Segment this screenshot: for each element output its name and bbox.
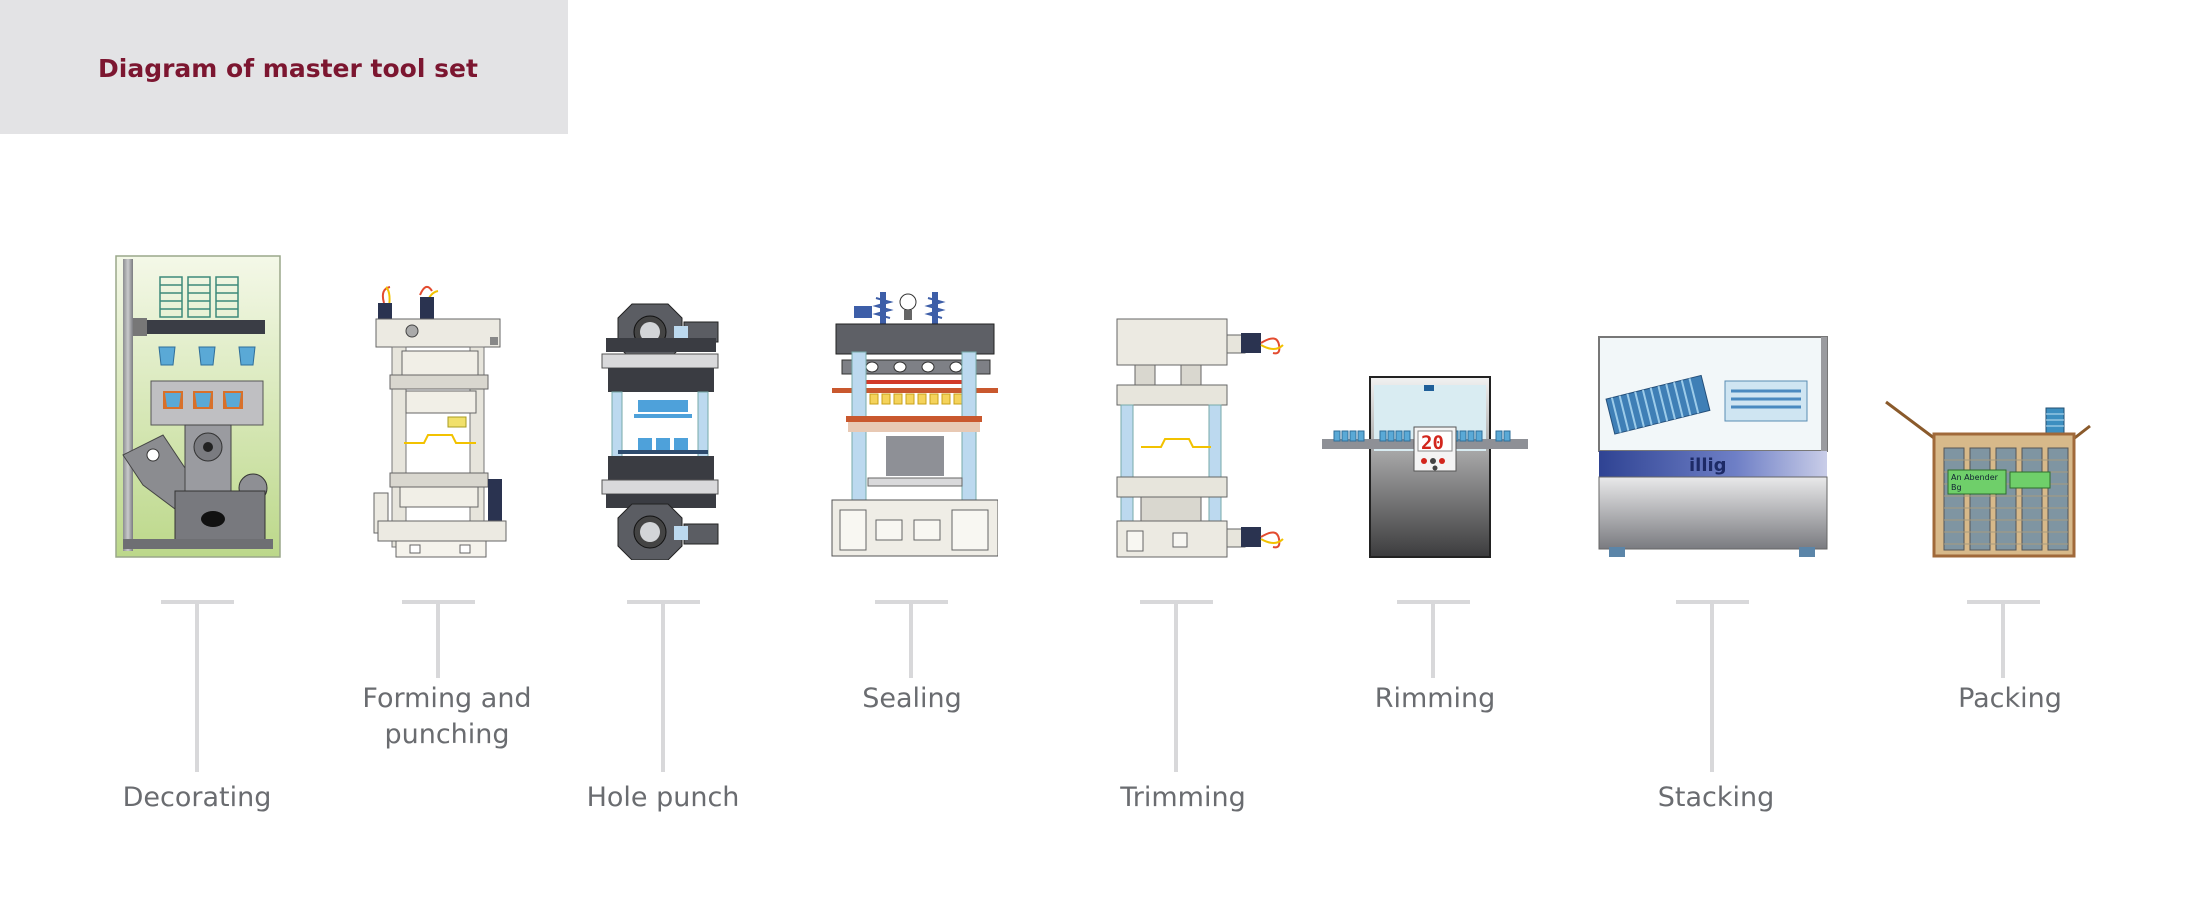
station-label-forming-line2: punching [384,719,510,750]
rimming-display-text: 20 [1421,432,1444,454]
connector-sealing-stem [909,600,913,678]
title-panel: Diagram of master tool set [0,0,568,134]
connector-forming-stem [436,600,440,678]
connector-rimming-stem [1431,600,1435,678]
trimming-machine-illustration [1116,318,1284,558]
station-label-decorating: Decorating [122,782,272,813]
packing-box-label-line1: An Abender [1951,473,1999,482]
station-label-forming: Forming and punching [362,681,531,753]
station-label-forming-line1: Forming and [362,683,532,714]
forming-punching-machine-illustration [373,285,507,558]
connector-trimming-stem [1174,600,1178,772]
packing-box-label-line2: Bg [1951,483,1962,492]
hole-punch-machine-illustration [601,303,719,560]
station-label-packing: Packing [1958,683,2062,714]
station-label-trimming: Trimming [1120,782,1246,813]
station-label-rimming: Rimming [1374,683,1496,714]
connector-decorating-stem [195,600,199,772]
stacking-brand-text: illig [1689,455,1727,476]
connector-packing-stem [2001,600,2005,678]
decorating-machine-illustration [115,255,281,558]
station-label-sealing: Sealing [862,683,962,714]
station-label-holepunch: Hole punch [586,782,740,813]
connector-holepunch-stem [661,600,665,772]
packing-box-illustration: An Abender Bg [1885,400,2091,558]
rimming-machine-illustration: 20 [1322,376,1528,558]
connector-stacking-stem [1710,600,1714,772]
stacking-machine-illustration: illig [1598,336,1828,557]
station-label-stacking: Stacking [1657,782,1775,813]
page-title: Diagram of master tool set [98,54,478,83]
sealing-machine-illustration [831,292,998,557]
